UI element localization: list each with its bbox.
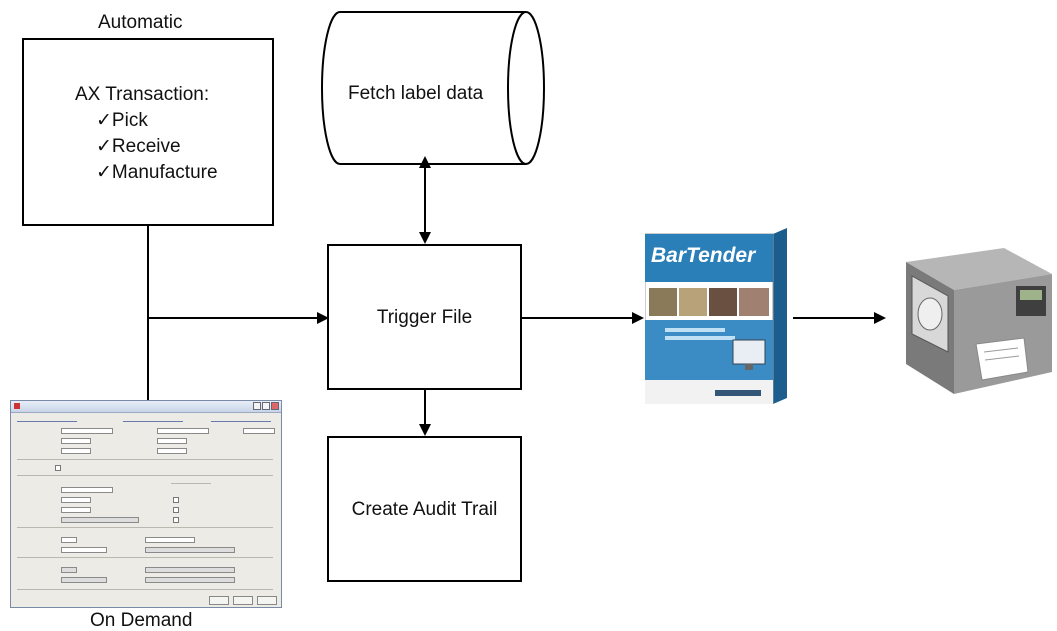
- minimize-icon: [253, 402, 261, 410]
- ax-transaction-box: AX Transaction: ✓Pick ✓Receive ✓Manufact…: [22, 38, 274, 226]
- dialog-divider: [17, 527, 273, 528]
- dialog-button: [209, 596, 229, 605]
- transaction-item-manufacture: ✓Manufacture: [96, 162, 218, 183]
- dialog-divider: [17, 459, 273, 460]
- on-demand-dialog-thumbnail: [10, 400, 282, 608]
- dialog-checkbox: [55, 465, 61, 471]
- dialog-divider: [171, 483, 211, 484]
- automatic-caption: Automatic: [98, 12, 183, 33]
- dialog-field: [61, 517, 139, 523]
- dialog-divider: [17, 557, 273, 558]
- trigger-file-box: Trigger File: [327, 244, 522, 390]
- create-audit-trail-box: Create Audit Trail: [327, 436, 522, 582]
- dialog-field: [157, 438, 187, 444]
- transaction-item-pick: ✓Pick: [96, 110, 148, 131]
- app-icon: [14, 403, 20, 409]
- dialog-field: [145, 547, 235, 553]
- trigger-file-label: Trigger File: [376, 306, 473, 328]
- check-icon: ✓: [96, 162, 112, 183]
- software-brand-label: BarTender: [651, 244, 756, 267]
- dialog-titlebar: [11, 401, 281, 413]
- software-box-graphic: [644, 228, 787, 405]
- dialog-divider: [211, 421, 271, 422]
- label-printer-graphic: [906, 248, 1052, 394]
- dialog-field: [61, 577, 107, 583]
- dialog-field: [145, 577, 235, 583]
- check-icon: ✓: [96, 136, 112, 157]
- dialog-checkbox: [173, 507, 179, 513]
- software-box-image: BarTender: [644, 228, 787, 405]
- dialog-field: [61, 487, 113, 493]
- dialog-field: [61, 567, 77, 573]
- dialog-divider: [17, 475, 273, 476]
- dialog-field: [61, 428, 113, 434]
- dialog-button: [257, 596, 277, 605]
- dialog-field: [157, 428, 209, 434]
- label-printer-image: [892, 240, 1054, 402]
- dialog-field: [145, 537, 195, 543]
- dialog-checkbox: [173, 497, 179, 503]
- dialog-field: [61, 547, 107, 553]
- dialog-button: [233, 596, 253, 605]
- dialog-field: [243, 428, 275, 434]
- dialog-field: [145, 567, 235, 573]
- dialog-field: [157, 448, 187, 454]
- maximize-icon: [262, 402, 270, 410]
- dialog-divider: [123, 421, 183, 422]
- close-icon: [271, 402, 279, 410]
- on-demand-caption: On Demand: [90, 610, 193, 631]
- dialog-divider: [17, 589, 273, 590]
- dialog-divider: [17, 421, 77, 422]
- ax-transaction-title: AX Transaction:: [75, 84, 210, 105]
- dialog-field: [61, 537, 77, 543]
- dialog-field: [61, 497, 91, 503]
- dialog-checkbox: [173, 517, 179, 523]
- dialog-field: [61, 507, 91, 513]
- dialog-field: [61, 438, 91, 444]
- fetch-label-data-cylinder: [321, 11, 545, 165]
- dialog-field: [61, 448, 91, 454]
- fetch-label-data-label: Fetch label data: [348, 83, 484, 104]
- create-audit-trail-label: Create Audit Trail: [351, 498, 498, 520]
- check-icon: ✓: [96, 110, 112, 131]
- transaction-item-receive: ✓Receive: [96, 136, 181, 157]
